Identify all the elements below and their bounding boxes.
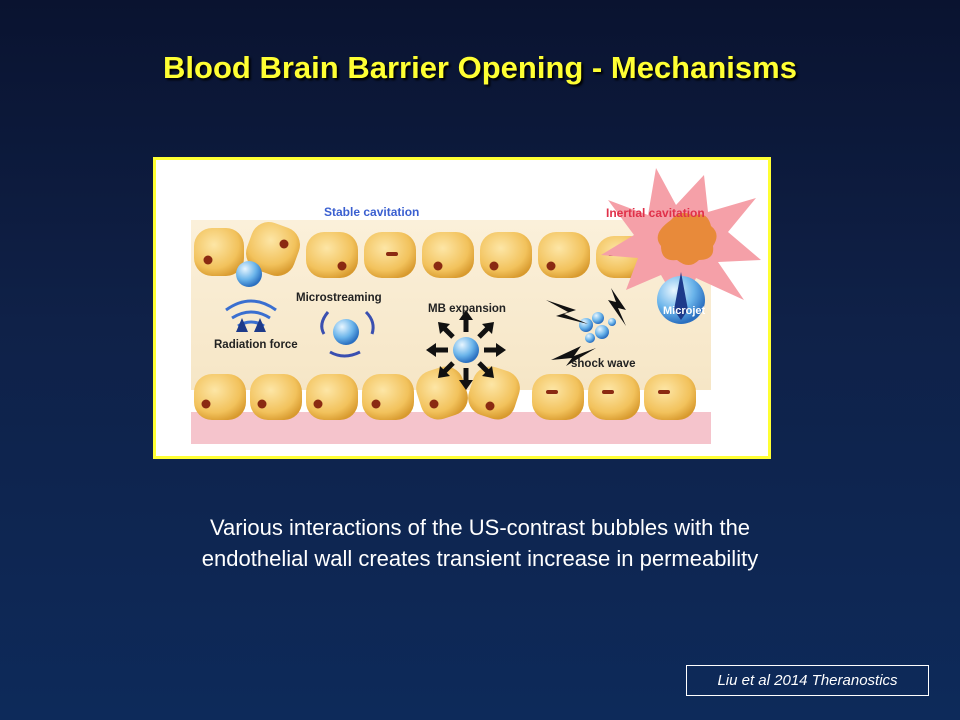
endothelial-cell <box>538 232 590 278</box>
swirl-arrows-icon <box>320 310 375 358</box>
nucleus <box>658 390 670 394</box>
endothelial-cell <box>468 366 520 420</box>
caption-line-1: Various interactions of the US-contrast … <box>209 515 751 540</box>
label-inertial-cavitation: Inertial cavitation <box>606 206 705 220</box>
nucleus <box>313 399 323 409</box>
nucleus <box>546 390 558 394</box>
label-mb-expansion: MB expansion <box>428 303 506 315</box>
slide-title: Blood Brain Barrier Opening - Mechanisms <box>163 50 797 85</box>
expansion-arrowheads <box>426 310 506 390</box>
mechanisms-diagram: Stable cavitation Inertial cavitation Mi… <box>191 168 761 444</box>
endothelial-cell <box>250 374 302 420</box>
nucleus <box>279 239 289 249</box>
label-radiation-force: Radiation force <box>214 339 298 351</box>
nucleus <box>371 399 381 409</box>
endothelial-cell <box>194 374 246 420</box>
nucleus <box>433 261 443 271</box>
microstreaming-bubble <box>333 319 359 345</box>
nucleus <box>386 252 398 256</box>
endothelial-cell <box>362 374 414 420</box>
radiation-bubble <box>236 261 262 287</box>
endothelial-cell <box>422 232 474 278</box>
nucleus <box>337 261 347 271</box>
citation-box: Liu et al 2014 Theranostics <box>686 665 929 696</box>
nucleus <box>201 399 211 409</box>
endothelial-cell <box>306 232 358 278</box>
citation-text: Liu et al 2014 Theranostics <box>717 672 898 689</box>
caption: Various interactions of the US-contrast … <box>0 512 960 574</box>
fragmented-bubbles <box>579 312 616 343</box>
endothelial-cell <box>644 374 696 420</box>
lightning-icon <box>546 288 626 366</box>
caption-line-2: endothelial wall creates transient incre… <box>201 546 759 571</box>
ruptured-cell <box>657 212 717 265</box>
label-stable-cavitation: Stable cavitation <box>324 205 419 219</box>
nucleus <box>489 261 499 271</box>
bottom-cell-row <box>194 366 696 420</box>
top-cell-row <box>194 222 648 278</box>
nucleus <box>257 399 267 409</box>
up-arrows-icon <box>236 318 266 332</box>
nucleus <box>429 399 439 409</box>
endothelial-cell <box>194 228 244 276</box>
label-microstreaming: Microstreaming <box>296 292 382 304</box>
endothelial-cell <box>416 366 468 420</box>
endothelial-cell <box>480 232 532 278</box>
microjet-arrow <box>674 272 688 320</box>
label-microjet: Microjet <box>663 305 706 317</box>
nucleus <box>546 261 556 271</box>
expansion-bubble <box>453 337 479 363</box>
label-shock-wave: shock wave <box>571 358 636 370</box>
endothelial-cell <box>532 374 584 420</box>
mechanisms-figure: Stable cavitation Inertial cavitation Mi… <box>153 157 771 459</box>
endothelial-cell <box>246 222 300 276</box>
nucleus <box>602 390 614 394</box>
nucleus <box>203 255 213 265</box>
endothelial-cell <box>306 374 358 420</box>
endothelial-cell <box>588 374 640 420</box>
nucleus <box>485 401 495 411</box>
